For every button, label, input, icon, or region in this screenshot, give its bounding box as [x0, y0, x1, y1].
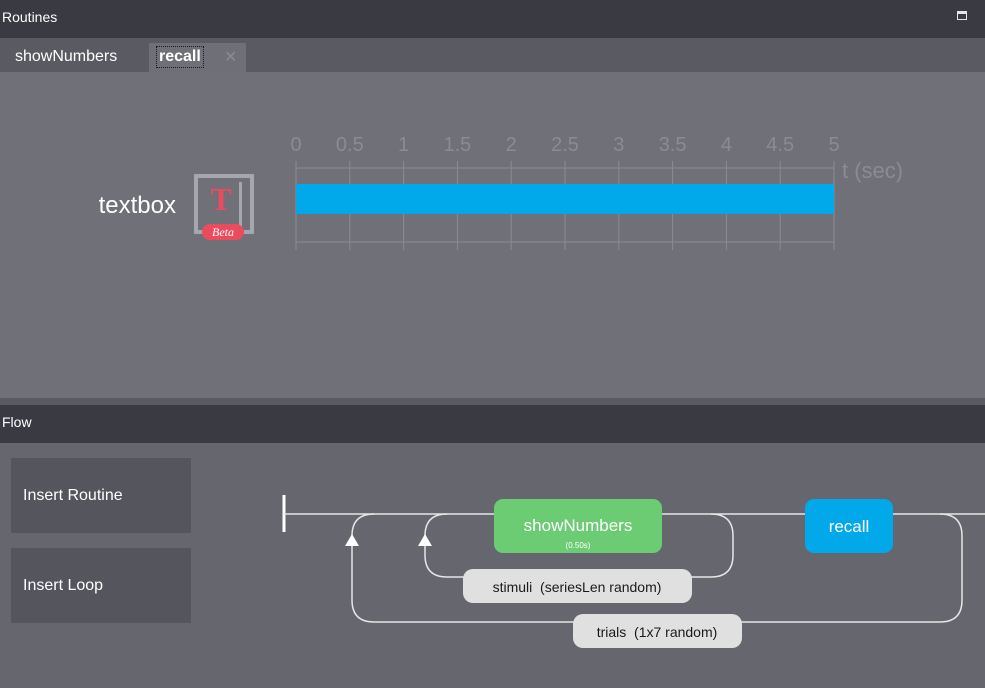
textbox-icon-letter: T — [210, 181, 231, 217]
routine-canvas: 0 0.5 1 1.5 2 2.5 3 3.5 4 4.5 5 t (sec) textbox T … — [0, 72, 985, 398]
tab-showNumbers-label: showNumbers — [15, 48, 118, 65]
close-icon[interactable]: ✕ — [224, 49, 238, 66]
insert-routine-button[interactable]: Insert Routine — [11, 458, 191, 533]
flow-routine-recall-label: recall — [829, 517, 870, 536]
component-name-textbox[interactable]: textbox — [99, 192, 176, 219]
tick-label: 0 — [290, 134, 301, 156]
insert-loop-label: Insert Loop — [23, 577, 104, 594]
loop-label-trials-text: trials (1x7 random) — [597, 624, 718, 640]
loop-label-stimuli[interactable]: stimuli (seriesLen random) — [463, 569, 692, 603]
maximize-icon[interactable] — [957, 11, 967, 20]
flow-routine-showNumbers-duration: (0.50s) — [566, 541, 591, 550]
flow-panel-title: Flow — [2, 414, 32, 430]
tick-label: 4.5 — [766, 134, 794, 156]
flow-routine-recall[interactable]: recall — [805, 499, 893, 553]
routines-panel-title: Routines — [2, 9, 58, 25]
tick-label: 2.5 — [551, 134, 579, 156]
textbox-duration-bar[interactable] — [296, 184, 834, 214]
routine-tabbar: showNumbers recall ✕ — [0, 38, 985, 72]
loop-label-trials[interactable]: trials (1x7 random) — [573, 614, 742, 648]
tick-label: 0.5 — [336, 134, 364, 156]
beta-badge: Beta — [212, 225, 234, 239]
flow-panel-header: Flow — [0, 405, 985, 443]
tick-label: 3.5 — [659, 134, 687, 156]
loop-label-stimuli-text: stimuli (seriesLen random) — [493, 579, 662, 595]
textbox-icon[interactable]: T Beta — [194, 174, 254, 240]
tick-label: 1.5 — [443, 134, 471, 156]
insert-loop-button[interactable]: Insert Loop — [11, 548, 191, 623]
flow-routine-showNumbers-label: showNumbers — [524, 516, 633, 535]
tick-labels: 0 0.5 1 1.5 2 2.5 3 3.5 4 4.5 5 — [290, 134, 839, 156]
tick-label: 1 — [398, 134, 409, 156]
tick-label: 3 — [613, 134, 624, 156]
routines-panel-header: Routines — [0, 0, 985, 38]
time-unit-label: t (sec) — [842, 158, 903, 183]
panel-divider — [0, 398, 985, 405]
insert-routine-label: Insert Routine — [23, 487, 123, 504]
tick-label: 2 — [506, 134, 517, 156]
tick-label: 5 — [828, 134, 839, 156]
tab-showNumbers[interactable]: showNumbers — [0, 43, 146, 72]
tab-recall[interactable]: recall ✕ — [149, 43, 246, 72]
routine-timeline: 0 0.5 1 1.5 2 2.5 3 3.5 4 4.5 5 t (sec) textbox T … — [99, 134, 903, 250]
tab-recall-label: recall — [156, 46, 204, 68]
flow-routine-showNumbers[interactable]: showNumbers (0.50s) — [494, 499, 662, 553]
tick-label: 4 — [721, 134, 732, 156]
